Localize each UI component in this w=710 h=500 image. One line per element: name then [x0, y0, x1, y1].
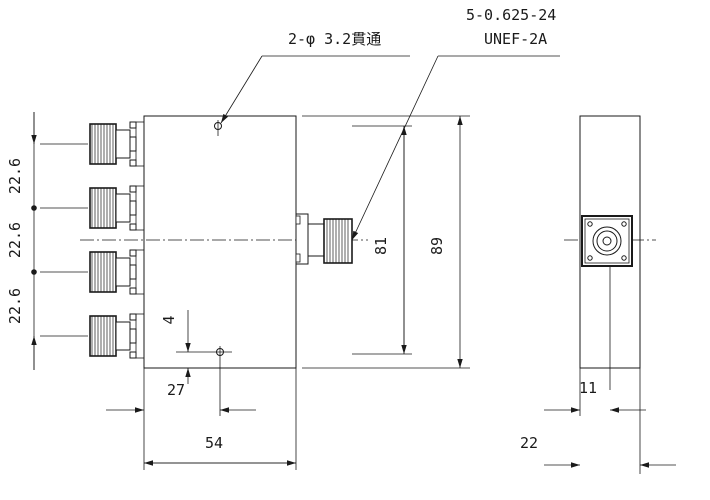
hole-x-dimension — [106, 368, 297, 470]
thread-note-line1: 5-0.625-24 — [466, 6, 556, 24]
hole-offset-label: 4 — [160, 315, 178, 324]
side-view-connector-flange — [581, 215, 633, 267]
pitch-label-2: 22.6 — [6, 222, 24, 258]
side-width-dimension — [544, 368, 676, 474]
thread-note-line2: UNEF-2A — [484, 30, 547, 48]
side-width-label: 22 — [520, 434, 538, 452]
input-connector — [295, 213, 353, 265]
pitch-label-3: 22.6 — [6, 288, 24, 324]
body-width-label: 54 — [205, 434, 223, 452]
pitch-dimension-lines — [31, 112, 88, 370]
inner-height-label: 81 — [372, 237, 390, 255]
hole-x-label: 27 — [167, 381, 185, 399]
output-connector-2 — [89, 185, 145, 231]
output-connector-1 — [89, 121, 145, 167]
connector-offset-label: 11 — [579, 379, 597, 397]
outer-height-label: 89 — [428, 237, 446, 255]
thread-note-leader — [351, 55, 560, 241]
mounting-hole-top — [214, 120, 222, 136]
hole-note: 2-φ 3.2貫通 — [288, 30, 381, 48]
output-connector-3 — [89, 249, 145, 295]
output-connector-4 — [89, 313, 145, 359]
hole-note-leader — [220, 55, 410, 124]
height-dimension-lines — [302, 115, 470, 369]
mounting-hole-bottom — [216, 346, 224, 416]
pitch-label-1: 22.6 — [6, 158, 24, 194]
hole-offset-dimension — [176, 310, 232, 384]
splitter-body — [143, 115, 297, 369]
